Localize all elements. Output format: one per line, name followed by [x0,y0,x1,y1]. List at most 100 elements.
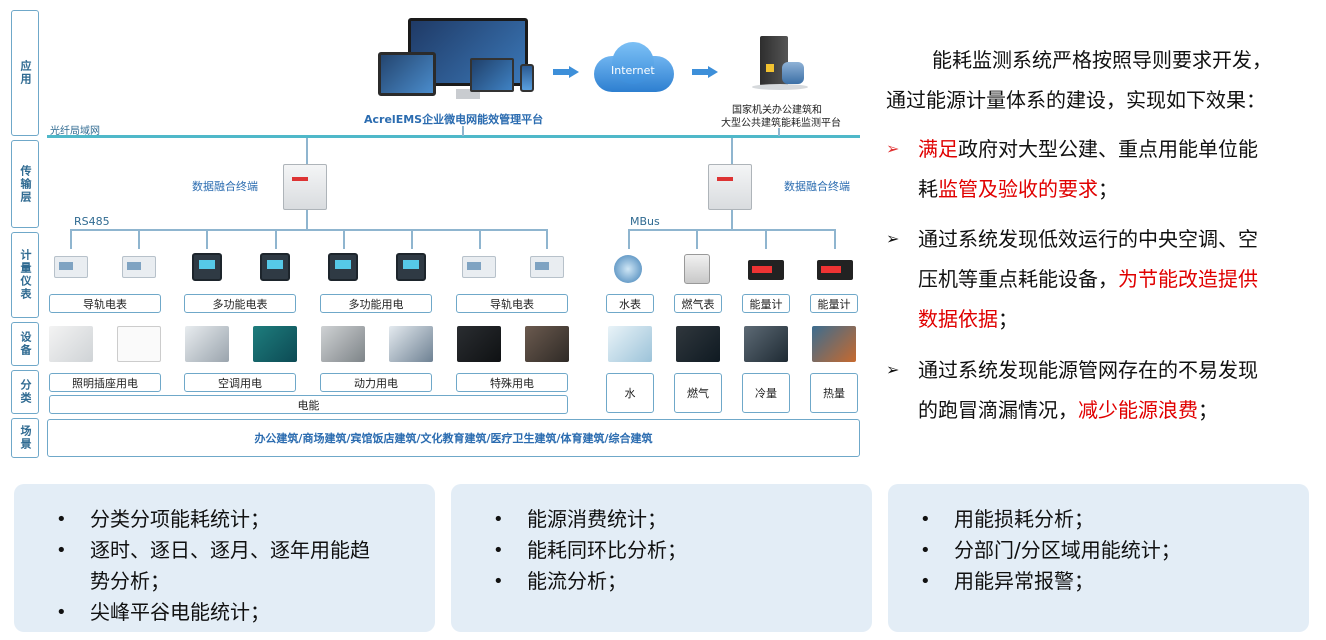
gas-meter-icon [684,254,710,284]
list-item: 尖峰平谷电能统计； [50,597,370,628]
bullet-2-red-1: 为节能改造提供 [1118,267,1258,291]
meter-label-box: 导轨电表 [49,294,161,313]
connector-line [306,138,308,164]
intro-line-1: 能耗监测系统严格按照导则要求开发， [932,48,1272,72]
bullet-2-text-2: 压机等重点耗能设备， [918,267,1118,291]
arrow-right-icon [692,66,718,78]
bullet-2: ➢ 通过系统发现低效运行的中央空调、空 压机等重点耗能设备，为节能改造提供 数据… [886,219,1316,339]
connector-line [546,229,548,249]
category-label-box: 热量 [810,373,858,413]
list-item: 能流分析； [487,566,687,597]
mbus-bus-line [628,229,836,231]
arrow-right-icon [553,66,579,78]
socket-device-image [117,326,161,362]
connector-line [343,229,345,249]
connector-line [765,229,767,249]
water-image [608,326,652,362]
bullet-2-text-1: 通过系统发现低效运行的中央空调、空 [918,227,1258,251]
platform-devices-icon [378,18,540,104]
multifunction-meter-icon [192,253,222,281]
arrow-bullet-icon: ➢ [886,360,900,379]
connector-line [411,229,413,249]
connector-line [138,229,140,249]
layer-application: 应用 [11,10,39,136]
bullet-1-red-1: 满足 [918,137,958,161]
intro-text: 能耗监测系统严格按照导则要求开发， 通过能源计量体系的建设，实现如下效果： [886,40,1316,120]
energy-meter-icon [817,260,853,280]
gov-platform-label-1: 国家机关办公建筑和 [732,105,822,116]
multifunction-meter-icon [260,253,290,281]
meter-label-box: 多功能用电 [320,294,432,313]
server-rack-image [457,326,501,362]
intro-line-2: 通过能源计量体系的建设，实现如下效果： [886,88,1266,112]
scene-label-box: 办公建筑/商场建筑/宾馆饭店建筑/文化教育建筑/医疗卫生建筑/体育建筑/综合建筑 [47,419,860,457]
terminal-left-label: 数据融合终端 [192,180,258,193]
bullet-3-text-2: 的跑冒滴漏情况， [918,398,1078,422]
list-item-continuation: 势分析； [90,569,170,593]
connector-line [306,210,308,230]
layer-scene: 场景 [11,418,39,458]
gov-platform-label-2: 大型公共建筑能耗监测平台 [721,118,841,129]
layer-category: 分类 [11,370,39,414]
layer-transport: 传输层 [11,140,39,228]
connector-line [70,229,72,249]
fiber-label: 光纤局域网 [50,126,100,137]
meter-label-box: 能量计 [810,294,858,313]
connector-line [696,229,698,249]
cloud-icon [588,38,678,94]
din-rail-meter-icon [54,256,88,278]
category-label-box: 水 [606,373,654,413]
connector-line [206,229,208,249]
arrow-bullet-icon: ➢ [886,139,900,158]
data-terminal-icon [283,164,327,210]
meter-label-box: 多功能电表 [184,294,296,313]
platform-label: AcrelEMS企业微电网能效管理平台 [364,113,544,126]
bullet-3-end: ； [1198,398,1218,422]
list-item: 分类分项能耗统计； [50,504,370,535]
bullet-1-end: ； [1098,177,1118,201]
chiller-image [744,326,788,362]
gas-stove-image [676,326,720,362]
connector-line [731,210,733,230]
arrow-bullet-icon: ➢ [886,229,900,248]
connector-line [778,128,780,136]
din-rail-meter-icon [530,256,564,278]
bullet-1-text-1: 政府对大型公建、重点用能单位能 [958,137,1258,161]
bullet-3-text-1: 通过系统发现能源管网存在的不易发现 [918,358,1258,382]
data-terminal-icon [708,164,752,210]
layer-metering: 计量仪表 [11,232,39,318]
meter-label-box: 燃气表 [674,294,722,313]
boiler-image [812,326,856,362]
motor-device-image [389,326,433,362]
connector-line [462,126,464,136]
ac-device-image [185,326,229,362]
lighting-device-image [49,326,93,362]
terminal-right-label: 数据融合终端 [784,180,850,193]
list-item: 用能损耗分析； [914,504,1181,535]
server-icon [752,34,808,92]
category-label-box: 燃气 [674,373,722,413]
feature-panel-3: 用能损耗分析； 分部门/分区域用能统计； 用能异常报警； [888,484,1309,632]
meter-label-box: 导轨电表 [456,294,568,313]
bullet-1-text-2: 耗 [918,177,938,201]
rs485-label: RS485 [74,215,110,228]
meter-label-box: 能量计 [742,294,790,313]
bullet-2-red-2: 数据依据 [918,307,998,331]
feature-panel-1: 分类分项能耗统计； 逐时、逐日、逐月、逐年用能趋 势分析； 尖峰平谷电能统计； [14,484,435,632]
bullet-3: ➢ 通过系统发现能源管网存在的不易发现 的跑冒滴漏情况，减少能源浪费； [886,350,1316,430]
electric-label-box: 电能 [49,395,568,414]
connector-line [275,229,277,249]
multifunction-meter-icon [396,253,426,281]
cabinet-device-image [321,326,365,362]
mbus-label: MBus [630,215,660,228]
list-item: 能耗同环比分析； [487,535,687,566]
pump-device-image [253,326,297,362]
category-label-box: 动力用电 [320,373,432,392]
water-meter-icon [614,255,642,283]
connector-line [731,138,733,164]
meter-label-box: 水表 [606,294,654,313]
category-label-box: 特殊用电 [456,373,568,392]
list-item: 能源消费统计； [487,504,687,535]
list-item: 逐时、逐日、逐月、逐年用能趋 [50,535,370,566]
fiber-bus-line [47,135,860,138]
